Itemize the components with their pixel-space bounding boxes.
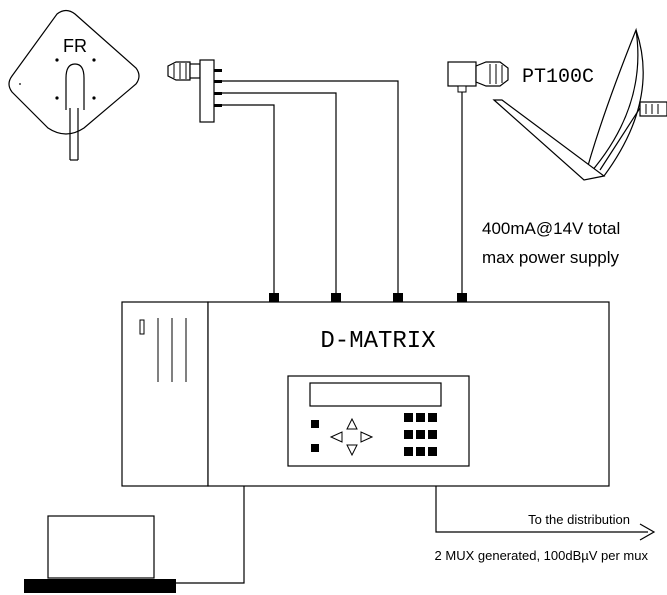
device-title: D-MATRIX bbox=[320, 328, 435, 355]
laptop-base bbox=[24, 579, 176, 593]
mux-note: 2 MUX generated, 100dBµV per mux bbox=[435, 548, 649, 563]
antenna-pt100c: PT100C bbox=[492, 27, 667, 181]
laptop-screen bbox=[47, 515, 155, 579]
laptop-computer bbox=[24, 486, 245, 593]
lnb-quad bbox=[167, 59, 222, 123]
antenna-fr-label: FR bbox=[63, 36, 87, 56]
device-side-panel bbox=[121, 301, 209, 487]
panel-led-top bbox=[311, 420, 319, 428]
power-note-line2: max power supply bbox=[482, 248, 620, 267]
distribution-label: To the distribution bbox=[528, 512, 630, 527]
power-supply bbox=[447, 61, 509, 295]
device-connectors bbox=[269, 293, 467, 303]
keypad[interactable] bbox=[404, 413, 437, 456]
d-matrix-device: D-MATRIX bbox=[121, 301, 610, 487]
lnb-cables bbox=[222, 80, 399, 295]
lcd-display bbox=[309, 382, 442, 407]
power-note-line1: 400mA@14V total bbox=[482, 219, 620, 238]
arrow-keys-icon[interactable] bbox=[329, 417, 374, 457]
distribution-output bbox=[435, 486, 656, 541]
panel-led-bottom bbox=[311, 444, 319, 452]
antenna-pt100c-label: PT100C bbox=[522, 66, 594, 89]
antenna-fr: FR bbox=[8, 9, 140, 161]
